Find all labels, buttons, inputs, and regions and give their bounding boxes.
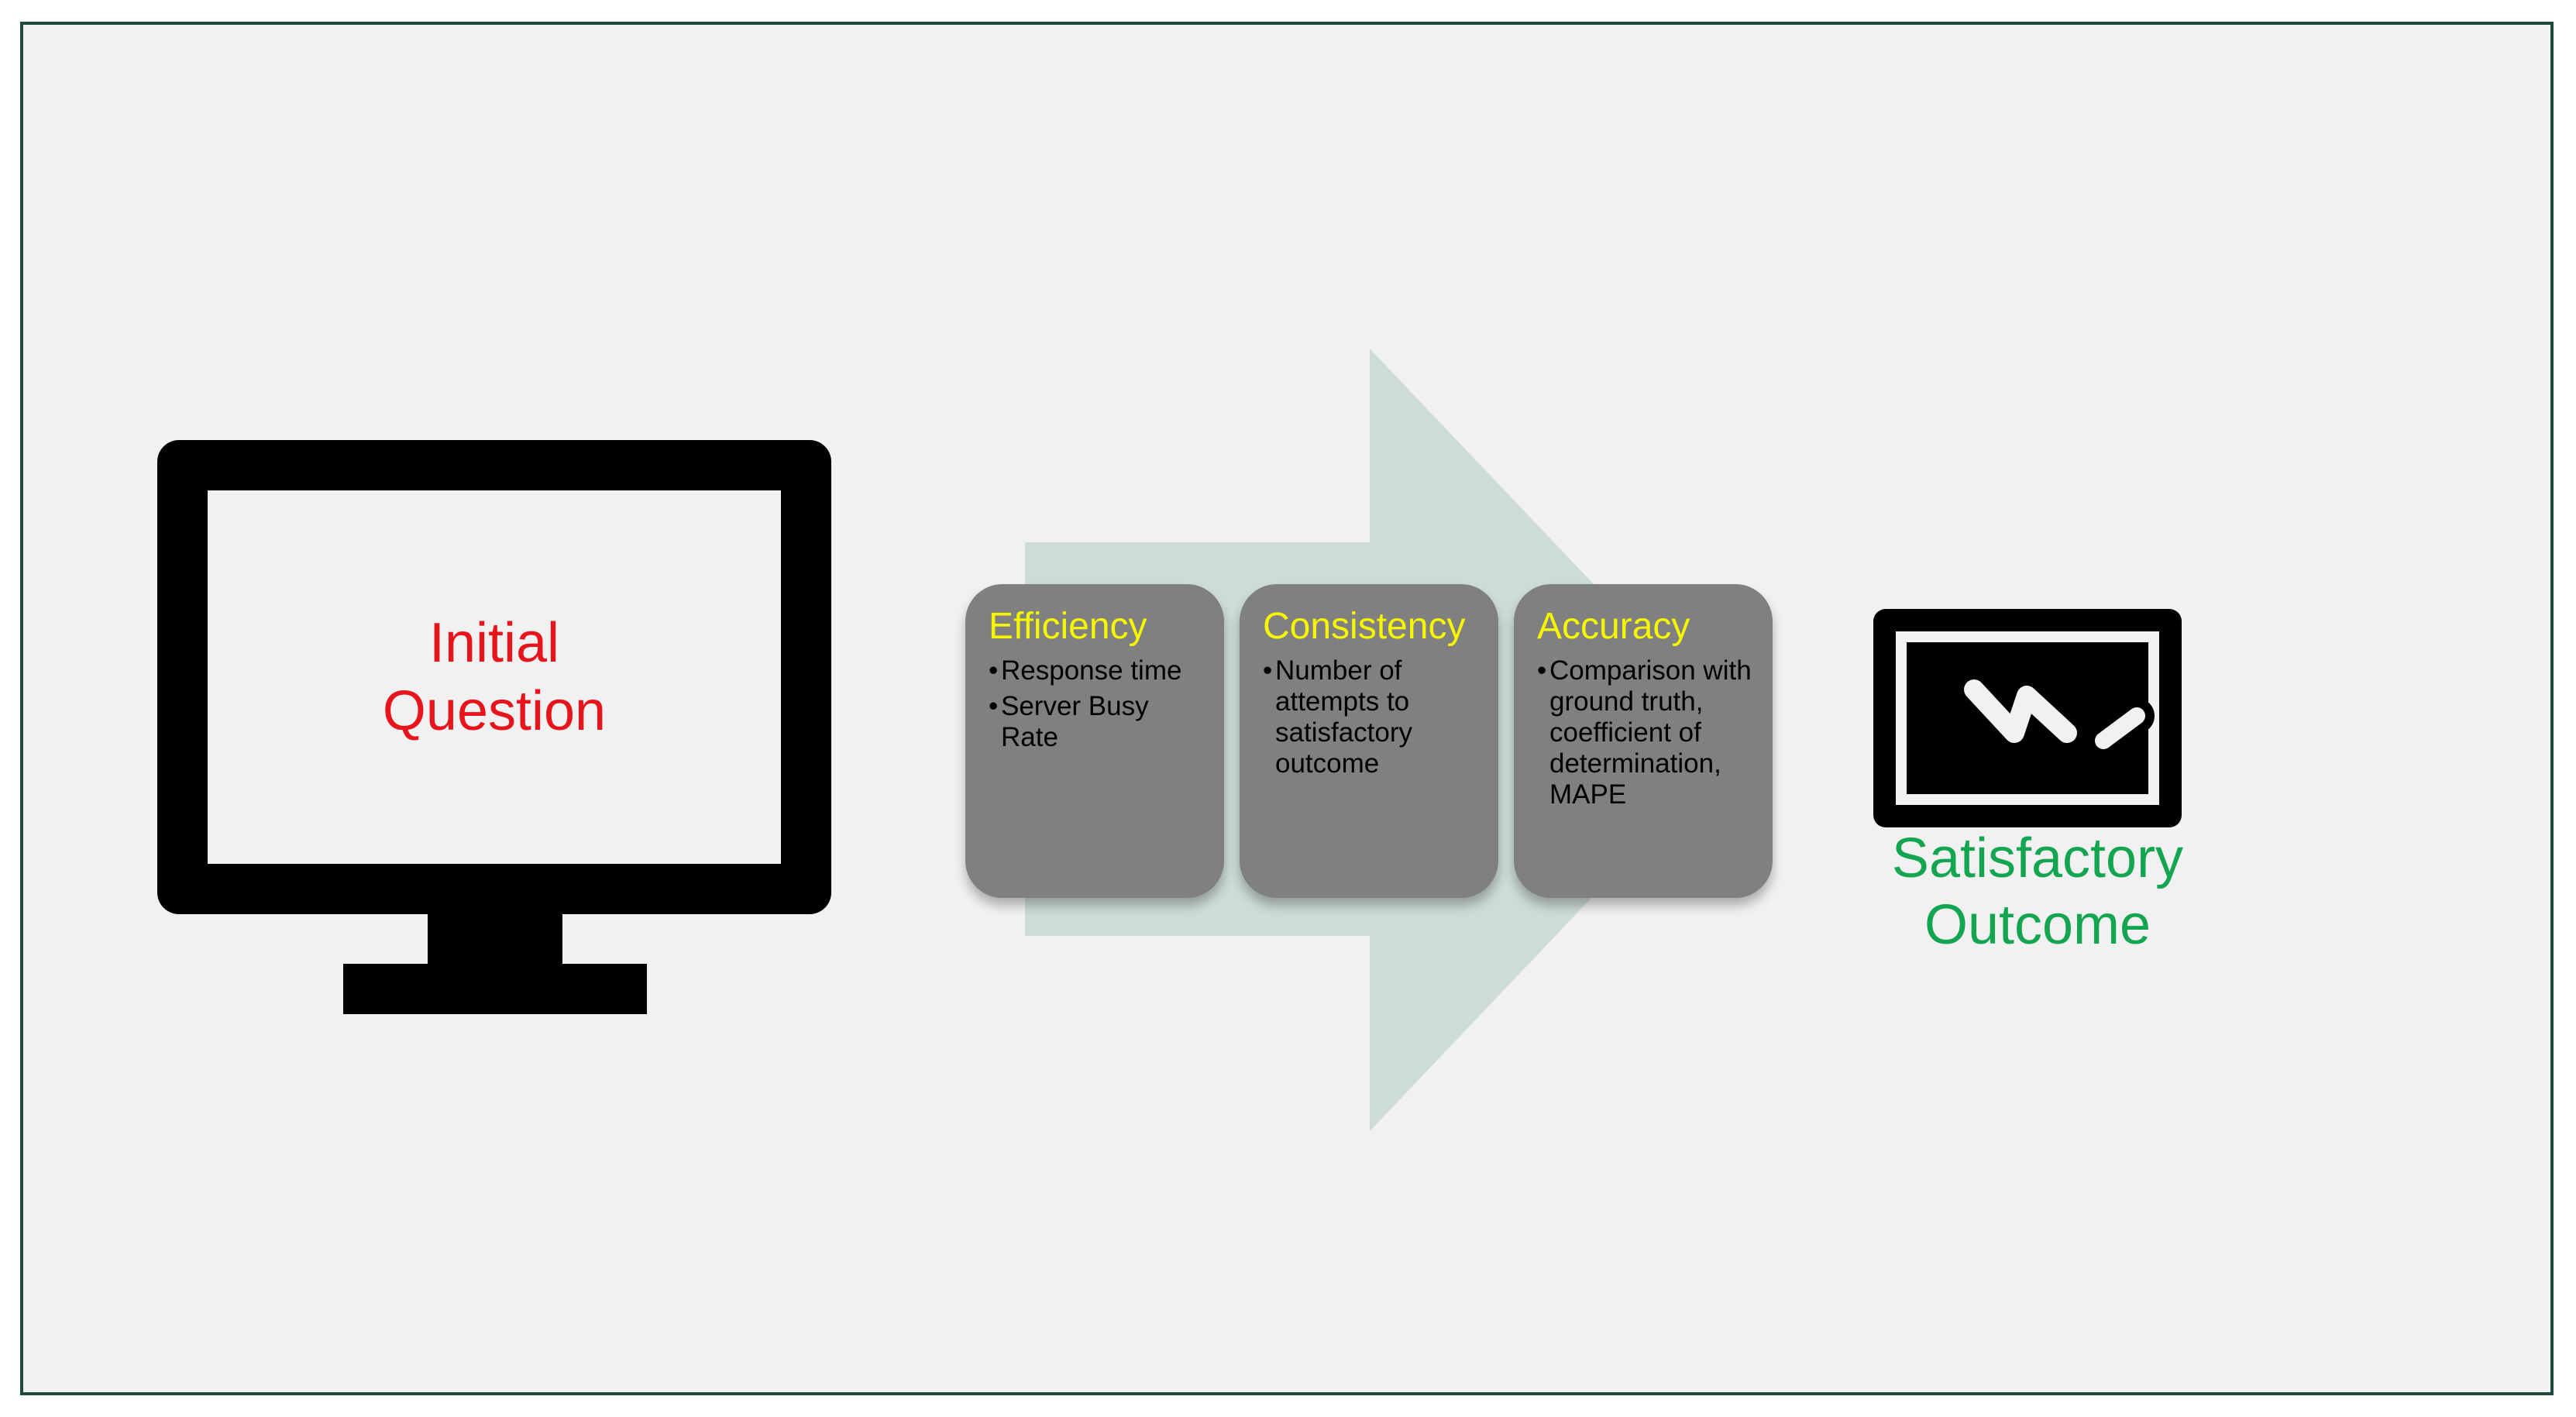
accuracy-bullets: •Comparison with ground truth, coefficie… — [1537, 655, 1756, 810]
satisfactory-outcome-line2: Outcome — [1924, 894, 2151, 956]
consistency-bullet-1: Number of attempts to satisfactory outco… — [1275, 655, 1412, 779]
efficiency-box: Efficiency •Response time •Server Busy R… — [965, 584, 1224, 898]
satisfactory-outcome-line1: Satisfactory — [1891, 827, 2184, 889]
list-item: •Number of attempts to satisfactory outc… — [1263, 655, 1412, 779]
consistency-box: Consistency •Number of attempts to satis… — [1240, 584, 1498, 898]
initial-question-label: Initial Question — [208, 490, 781, 864]
consistency-title: Consistency — [1263, 606, 1466, 647]
efficiency-bullet-2: Server Busy Rate — [1001, 691, 1149, 752]
list-item: •Response time — [989, 655, 1182, 686]
efficiency-title: Efficiency — [989, 606, 1147, 647]
monitor-icon: Initial Question — [157, 440, 831, 914]
whiteboard-signature-icon — [1873, 609, 2182, 827]
initial-question-line1: Initial — [428, 612, 560, 674]
accuracy-bullet-1: Comparison with ground truth, coefficien… — [1549, 655, 1752, 810]
list-item: •Server Busy Rate — [989, 691, 1149, 752]
monitor-stand-base — [343, 964, 647, 1014]
efficiency-bullets: •Response time •Server Busy Rate — [989, 655, 1207, 753]
initial-question-line2: Question — [382, 680, 607, 742]
monitor-display: Initial Question — [208, 490, 781, 864]
accuracy-title: Accuracy — [1537, 606, 1690, 647]
consistency-bullets: •Number of attempts to satisfactory outc… — [1263, 655, 1481, 779]
satisfactory-outcome-label: Satisfactory Outcome — [1805, 825, 2270, 958]
efficiency-bullet-1: Response time — [1001, 655, 1182, 686]
list-item: •Comparison with ground truth, coefficie… — [1537, 655, 1752, 810]
accuracy-box: Accuracy •Comparison with ground truth, … — [1514, 584, 1773, 898]
monitor-stand-neck — [428, 913, 562, 967]
